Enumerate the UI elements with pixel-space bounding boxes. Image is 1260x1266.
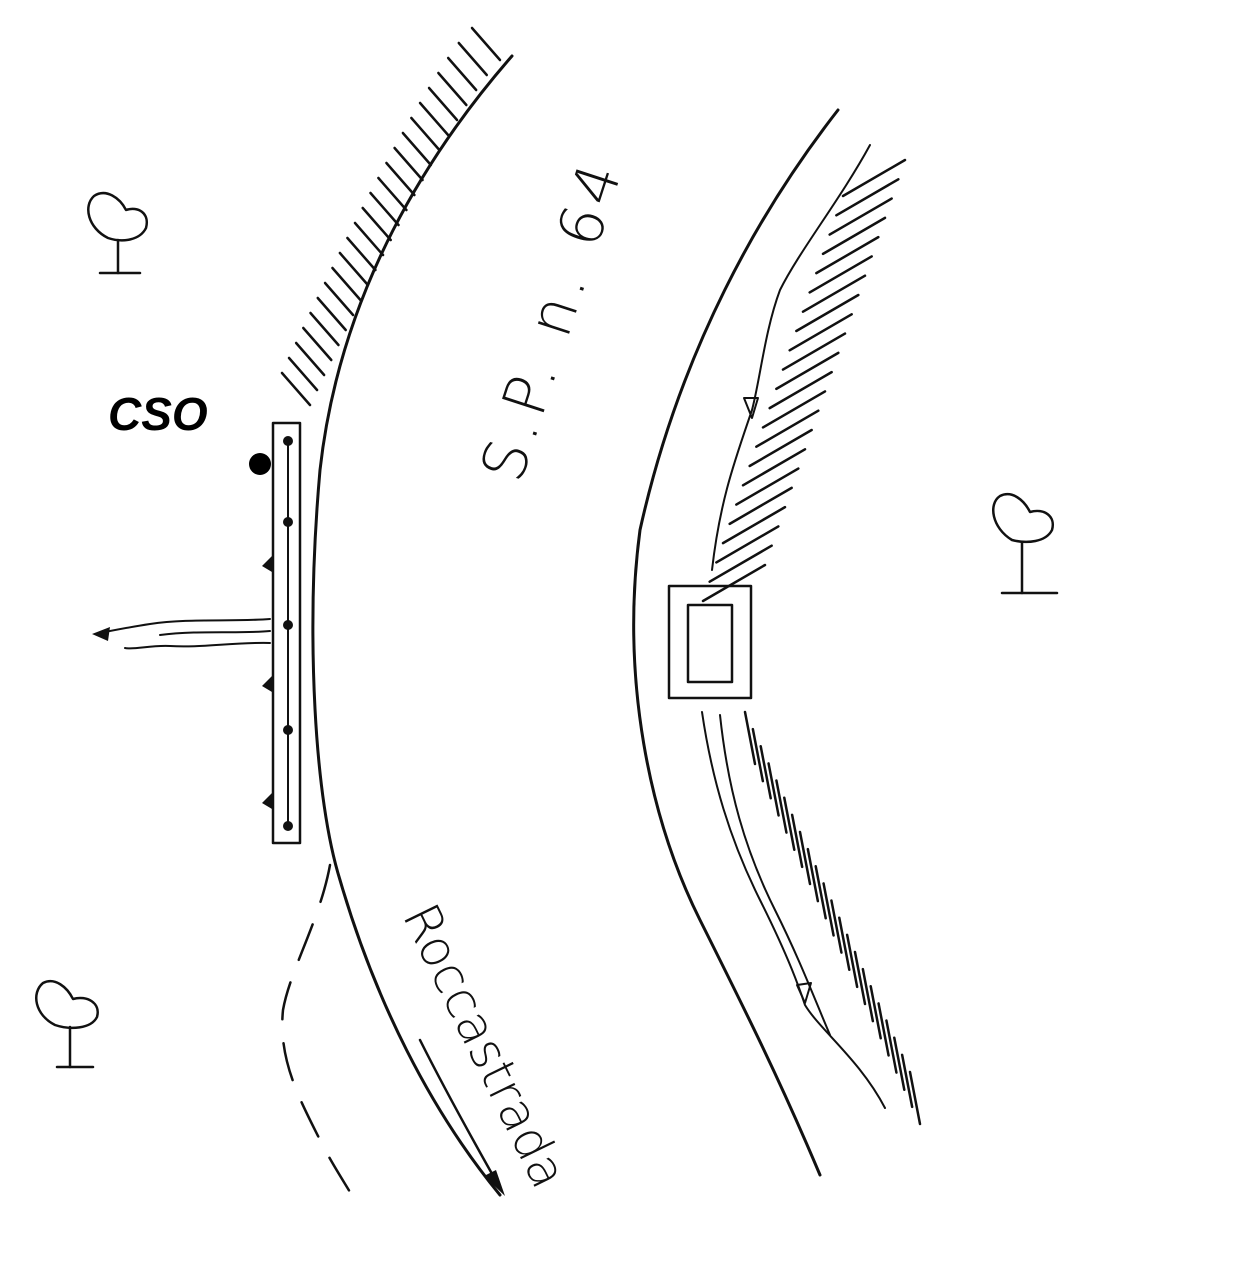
hatch-stroke: [728, 486, 793, 526]
hatch-stroke: [751, 727, 765, 783]
hatch-stroke: [741, 448, 807, 487]
hatch-stroke: [845, 933, 859, 989]
tree-icon: [87, 191, 149, 275]
dashed-track: [281, 863, 362, 1212]
hatch-stroke: [767, 762, 780, 817]
hatch-stroke: [768, 370, 833, 410]
hatch-stroke: [781, 332, 847, 371]
hatch-stroke: [808, 255, 873, 294]
hatch-stroke: [798, 830, 812, 886]
post-dot: [283, 725, 293, 735]
station-label: CSO: [108, 388, 208, 440]
embankment-hatching-west: [280, 26, 502, 407]
hatch-stroke: [280, 371, 312, 407]
hatch-stroke: [815, 235, 880, 275]
hatch-stroke: [830, 899, 843, 954]
flow-arrow-upper: [743, 397, 759, 419]
hatch-stroke: [761, 390, 827, 429]
hatch-stroke: [869, 985, 882, 1040]
hatch-stroke: [853, 950, 867, 1006]
hatch-stroke: [323, 281, 355, 317]
hatch-stroke: [331, 266, 362, 302]
hatch-stroke: [437, 71, 468, 107]
hatch-stroke: [748, 428, 813, 468]
hatch-stroke: [708, 544, 773, 583]
ditch-line-upper: [711, 144, 871, 571]
station-marker: [249, 453, 271, 475]
hatch-stroke: [801, 274, 867, 313]
direction-arrow: [418, 1038, 505, 1196]
road-edge-west: [311, 54, 514, 1197]
road-name-label: S.P. n. 64: [468, 150, 638, 490]
hatch-stroke: [410, 116, 441, 152]
hatch-stroke: [775, 779, 788, 834]
hatch-stroke: [377, 176, 408, 212]
embankment-hatching-east-lower: [743, 710, 922, 1126]
hatch-stroke: [775, 351, 840, 391]
hatch-stroke: [346, 236, 377, 272]
hatch-stroke: [316, 296, 347, 332]
hatch-stroke: [806, 847, 820, 903]
barrier-strip: [262, 421, 302, 845]
spike-marker: [262, 676, 272, 692]
hatch-stroke: [353, 221, 385, 257]
spike-marker: [262, 556, 272, 572]
hatch-stroke: [795, 293, 860, 333]
hatch-stroke: [361, 206, 392, 242]
hatch-stroke: [721, 505, 787, 545]
hatch-stroke: [735, 467, 800, 506]
hatch-stroke: [755, 409, 820, 448]
hatch-stroke: [393, 146, 424, 182]
hatch-stroke: [814, 865, 827, 920]
hatch-stroke: [385, 161, 416, 197]
hatch-stroke: [783, 796, 796, 851]
hatch-stroke: [790, 813, 804, 869]
ditch-line-lower-2: [719, 714, 831, 1036]
hatch-stroke: [743, 710, 757, 766]
hatch-stroke: [861, 967, 875, 1023]
hatch-stroke: [418, 101, 450, 137]
hatch-stroke: [759, 745, 772, 800]
direction-label: Roccastrada: [391, 895, 578, 1197]
flow-arrow-lower: [796, 982, 812, 1004]
hatch-stroke: [457, 41, 489, 77]
hatch-stroke: [908, 1070, 922, 1126]
hatch-stroke: [893, 1036, 906, 1091]
tree-icon: [35, 980, 99, 1069]
post-dot: [283, 620, 293, 630]
post-dot: [283, 517, 293, 527]
hatch-stroke: [470, 26, 502, 62]
tree-icon: [992, 493, 1059, 595]
hatch-stroke: [841, 158, 907, 198]
hatch-stroke: [885, 1019, 898, 1074]
hatch-stroke: [294, 341, 326, 377]
hatch-stroke: [821, 216, 887, 256]
hatch-stroke: [287, 356, 319, 392]
hatch-stroke: [446, 56, 478, 92]
hatch-stroke: [338, 251, 370, 287]
hatch-stroke: [828, 197, 893, 236]
spike-marker: [262, 793, 272, 809]
hatch-stroke: [822, 882, 835, 937]
outflow-arrow: [92, 618, 271, 650]
hatch-stroke: [401, 131, 433, 167]
hatch-stroke: [309, 311, 340, 347]
post-dot: [283, 436, 293, 446]
hatch-stroke: [838, 916, 851, 971]
post-dot: [283, 821, 293, 831]
ditch-line-lower: [701, 711, 886, 1109]
hatch-stroke: [877, 1002, 890, 1057]
road-edge-east: [632, 108, 840, 1177]
hatch-stroke: [835, 178, 900, 217]
hatch-stroke: [701, 563, 767, 603]
culvert-box: [667, 584, 753, 700]
hatch-stroke: [302, 326, 333, 362]
hatch-stroke: [900, 1053, 914, 1109]
hatch-stroke: [427, 86, 459, 122]
hatch-stroke: [715, 525, 780, 564]
hatch-stroke: [369, 191, 400, 227]
embankment-hatching-east-upper: [701, 158, 907, 603]
hatch-stroke: [788, 313, 853, 352]
